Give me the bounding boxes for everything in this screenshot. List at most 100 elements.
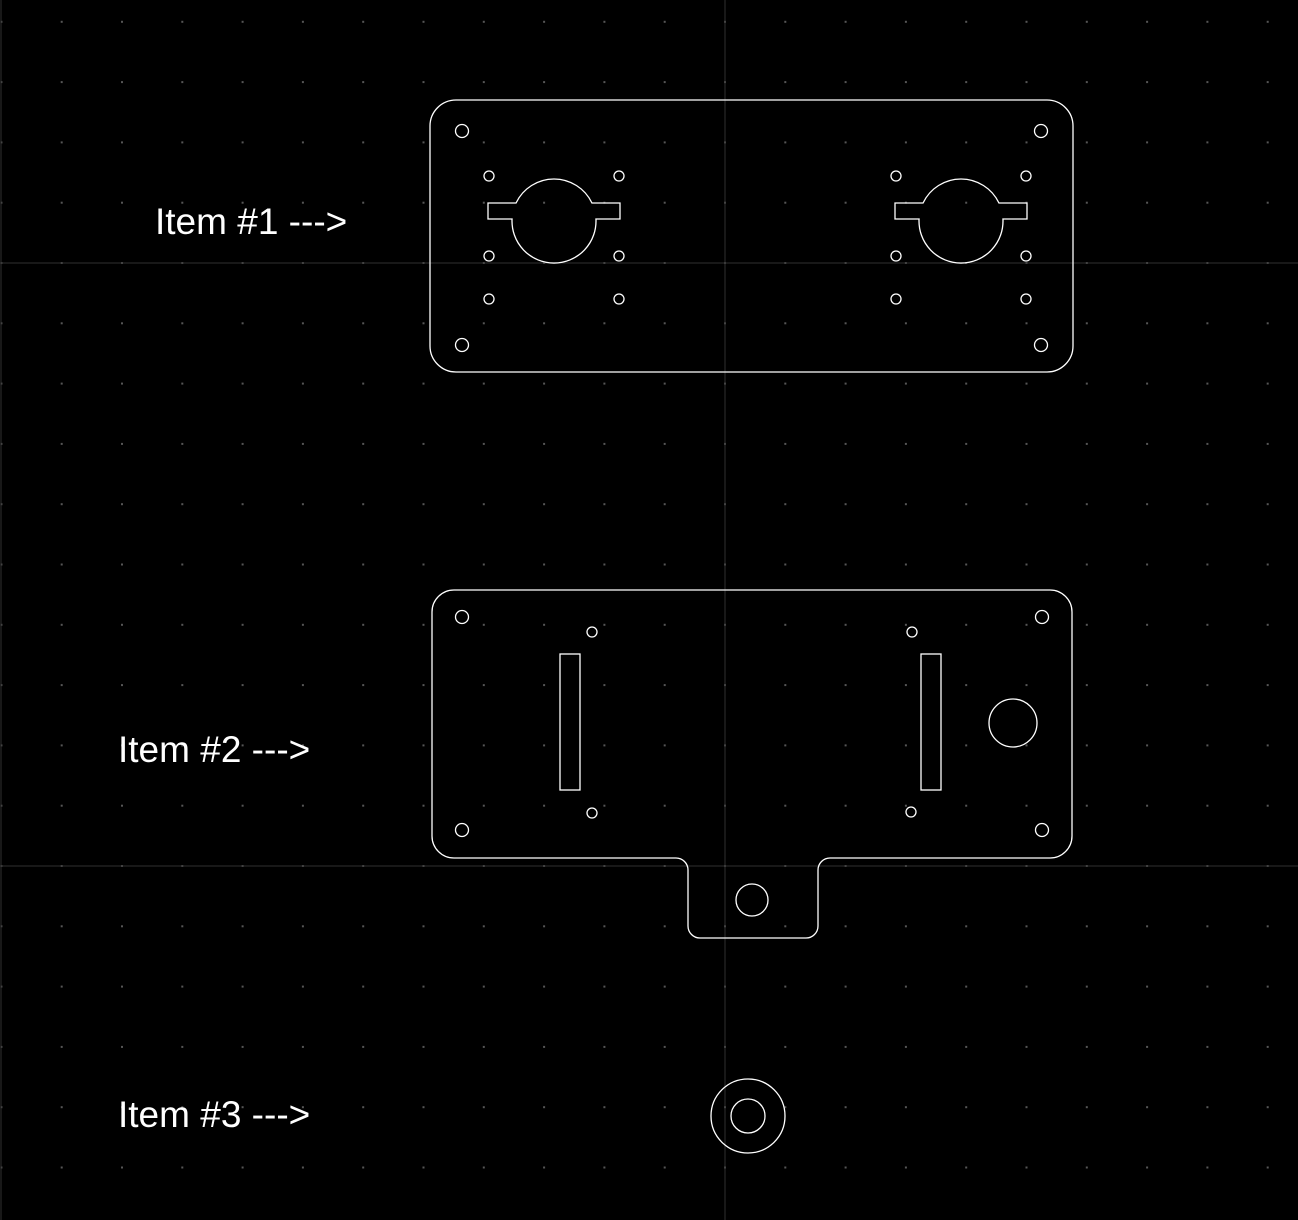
grid-dot (362, 81, 365, 84)
grid-dot (422, 201, 425, 204)
grid-dot (1146, 925, 1149, 928)
item-1-corner-hole[interactable] (454, 123, 470, 139)
grid-dot (121, 623, 123, 626)
grid-dot (784, 81, 787, 84)
grid-dot (904, 382, 907, 385)
grid-dot (965, 744, 968, 747)
grid-dot (362, 442, 365, 445)
grid-dot (482, 1166, 485, 1169)
grid-dot (301, 442, 304, 445)
item-3-washer[interactable] (710, 1078, 786, 1154)
item-1-servo-cutout[interactable] (894, 178, 1028, 264)
item-2-round-hole[interactable] (988, 698, 1038, 748)
grid-dot (543, 804, 546, 807)
grid-dot (784, 623, 787, 626)
item-1-screw-hole[interactable] (1020, 170, 1032, 182)
item-1-servo-cutout[interactable] (487, 178, 621, 264)
item-1-screw-hole[interactable] (1020, 293, 1032, 305)
drawing-entities[interactable] (429, 99, 1074, 1154)
grid-dot (603, 925, 606, 928)
item-1-annotation[interactable]: Item #1 ---> (155, 201, 348, 242)
grid-dot (181, 1166, 184, 1169)
item-2-screw-hole[interactable] (586, 807, 598, 819)
grid-dot (543, 1045, 546, 1048)
item-1-outline[interactable] (429, 99, 1074, 373)
item-1-screw-hole[interactable] (613, 250, 625, 262)
grid-dot (904, 744, 907, 747)
item-3-outer-circle[interactable] (710, 1078, 786, 1154)
grid-dot (241, 985, 244, 988)
item-1-screw-hole[interactable] (890, 293, 902, 305)
grid-dot (663, 81, 666, 84)
item-2-corner-hole[interactable] (1034, 609, 1050, 625)
item-1-screw-hole[interactable] (483, 293, 495, 305)
grid-dot (181, 201, 184, 204)
grid-dot (543, 442, 546, 445)
grid-dot (663, 744, 666, 747)
grid-dot (60, 81, 63, 84)
grid-dot (241, 804, 244, 807)
grid-dot (301, 322, 304, 325)
grid-dot (1146, 623, 1149, 626)
item-2-slot[interactable] (920, 653, 942, 791)
grid-dot (663, 1166, 666, 1169)
item-1-corner-hole[interactable] (1033, 337, 1049, 353)
grid-dot (362, 563, 365, 566)
grid-dot (482, 503, 485, 506)
item-2-corner-hole[interactable] (454, 822, 470, 838)
grid-dot (904, 141, 907, 144)
item-1-screw-hole[interactable] (890, 250, 902, 262)
item-2-tab-hole[interactable] (735, 883, 769, 917)
grid-dot (784, 563, 787, 566)
grid-dot (904, 20, 907, 23)
grid-dot (121, 804, 123, 807)
item-1-corner-hole[interactable] (454, 337, 470, 353)
grid-dot (844, 744, 847, 747)
grid-dot (362, 1106, 365, 1109)
grid-dot (60, 20, 63, 23)
item-2-corner-hole[interactable] (454, 609, 470, 625)
item-1-screw-hole[interactable] (890, 170, 902, 182)
grid-dot (121, 442, 123, 445)
grid-dot (241, 684, 244, 687)
item-2-screw-hole[interactable] (906, 626, 918, 638)
grid-dot (844, 322, 847, 325)
grid-dot (1025, 141, 1028, 144)
item-3-inner-circle[interactable] (730, 1098, 766, 1134)
grid-dot (1206, 20, 1209, 23)
grid-dot (301, 804, 304, 807)
grid-dot (1085, 684, 1088, 687)
item-2-corner-hole[interactable] (1034, 822, 1050, 838)
grid-dot (422, 322, 425, 325)
item-2-annotation[interactable]: Item #2 ---> (118, 729, 311, 770)
item-1-corner-hole[interactable] (1033, 123, 1049, 139)
grid-dot (60, 985, 63, 988)
item-1-screw-hole[interactable] (613, 293, 625, 305)
grid-dot (181, 1106, 184, 1109)
grid-dot (301, 1166, 304, 1169)
item-2-bracket-plate[interactable] (431, 589, 1073, 939)
grid-dot (663, 442, 666, 445)
grid-dot (663, 985, 666, 988)
grid-dot (1266, 141, 1269, 144)
item-1-screw-hole[interactable] (483, 250, 495, 262)
grid-dot (1146, 985, 1149, 988)
item-2-outline[interactable] (431, 589, 1073, 939)
grid-dot (422, 985, 425, 988)
item-1-servo-plate[interactable] (429, 99, 1074, 373)
item-2-screw-hole[interactable] (905, 806, 917, 818)
item-1-screw-hole[interactable] (613, 170, 625, 182)
grid-dot (422, 804, 425, 807)
item-3-annotation[interactable]: Item #3 ---> (118, 1094, 311, 1135)
grid-dot (1266, 623, 1269, 626)
item-1-screw-hole[interactable] (483, 170, 495, 182)
item-2-screw-hole[interactable] (586, 626, 598, 638)
item-1-screw-hole[interactable] (1020, 250, 1032, 262)
grid-dot (1025, 20, 1028, 23)
grid-dot (1206, 985, 1209, 988)
grid-dot-layer (0, 20, 1269, 1169)
item-2-slot[interactable] (559, 653, 581, 791)
grid-dot (362, 1045, 365, 1048)
